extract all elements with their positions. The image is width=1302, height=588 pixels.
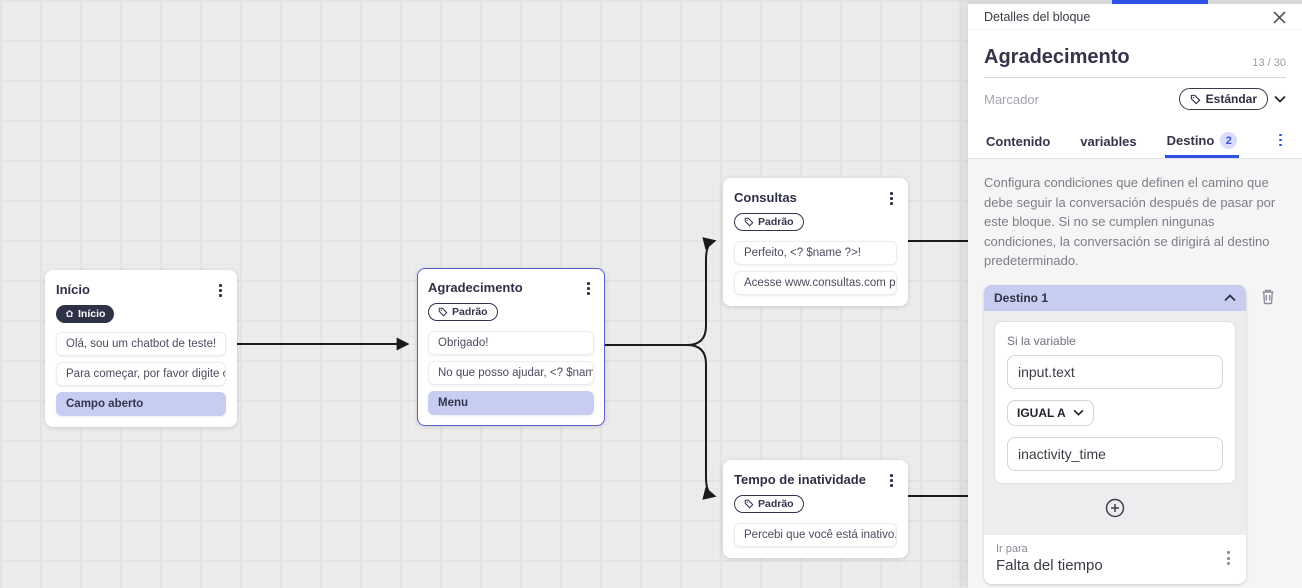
panel-title: Detalles del bloque <box>984 10 1091 24</box>
operator-dropdown[interactable]: IGUAL A <box>1007 399 1094 426</box>
standard-pill[interactable]: Estándar <box>1178 88 1268 110</box>
edge-agradecimento-tempo <box>605 344 717 500</box>
chevron-up-icon[interactable] <box>1224 293 1236 302</box>
node-agradecimento[interactable]: Agradecimento Padrão Obrigado! No que po… <box>417 268 605 426</box>
top-tab-active-underline <box>1112 0 1208 4</box>
node-row[interactable]: Perfeito, <? $name ?>! <box>734 240 897 265</box>
start-badge: Início <box>56 304 115 323</box>
node-row-highlighted[interactable]: Menu <box>428 390 594 415</box>
goto-label: Ir para <box>996 542 1028 555</box>
block-details-panel: Detalles del bloque Agradecimento 13 / 3… <box>968 0 1302 588</box>
tag-badge: Padrão <box>734 494 804 513</box>
node-menu-icon[interactable] <box>886 190 897 207</box>
goto-menu-icon[interactable] <box>1223 549 1234 567</box>
destination-title: Destino 1 <box>994 290 1049 305</box>
tag-icon <box>1190 94 1201 104</box>
tabs-menu-icon[interactable] <box>1275 132 1286 153</box>
chevron-down-icon <box>1073 409 1084 416</box>
tab-contenido[interactable]: Contenido <box>986 134 1051 149</box>
delete-destination-icon[interactable] <box>1260 288 1276 305</box>
destino-tab-content: Configura condiciones que definen el cam… <box>968 159 1302 588</box>
condition-label: Si la variable <box>1007 333 1076 348</box>
node-title: Agradecimento <box>428 280 523 295</box>
node-row[interactable]: Obrigado! <box>428 330 594 355</box>
tag-icon <box>744 217 754 227</box>
node-title: Tempo de inatividade <box>734 472 866 487</box>
destination-card: Destino 1 Si la variable IGUAL A <box>984 284 1246 584</box>
top-tab-strip <box>968 0 1302 4</box>
home-icon <box>65 310 74 318</box>
tag-badge: Padrão <box>734 212 804 231</box>
destino-count-badge: 2 <box>1220 132 1238 149</box>
node-title: Consultas <box>734 190 797 205</box>
flow-canvas[interactable]: Início Início Olá, sou um chatbot de tes… <box>0 0 968 588</box>
node-consultas[interactable]: Consultas Padrão Perfeito, <? $name ?>! … <box>723 178 908 306</box>
add-condition-icon[interactable] <box>1105 498 1125 518</box>
block-name-field[interactable]: Agradecimento <box>984 46 1130 68</box>
char-counter: 13 / 30 <box>1252 57 1286 69</box>
tag-badge: Padrão <box>428 302 498 321</box>
node-title: Início <box>56 282 90 297</box>
destination-card-header[interactable]: Destino 1 <box>984 284 1246 311</box>
node-menu-icon[interactable] <box>215 282 226 299</box>
edge-agradecimento-consultas <box>605 237 717 346</box>
destino-description: Configura condiciones que definen el cam… <box>984 175 1276 268</box>
node-menu-icon[interactable] <box>583 280 594 297</box>
tag-icon <box>744 499 754 509</box>
tab-variables[interactable]: variables <box>1080 134 1137 149</box>
node-row[interactable]: Olá, sou um chatbot de teste! <box>56 332 226 357</box>
tag-icon <box>438 307 448 317</box>
node-tempo-inatividade[interactable]: Tempo de inatividade Padrão Percebi que … <box>723 460 908 558</box>
node-row[interactable]: Acesse www.consultas.com par... <box>734 270 897 295</box>
tab-bar: Contenido variables Destino 2 <box>968 118 1302 159</box>
goto-value[interactable]: Falta del tiempo <box>996 556 1103 574</box>
node-row[interactable]: Percebi que você está inativo. C... <box>734 522 897 547</box>
marker-input[interactable] <box>984 91 1104 107</box>
node-row[interactable]: No que posso ajudar, <? $name ... <box>428 360 594 385</box>
variable-input[interactable] <box>1007 354 1223 389</box>
node-row-highlighted[interactable]: Campo aberto <box>56 392 226 417</box>
tab-destino[interactable]: Destino 2 <box>1164 126 1240 158</box>
node-inicio[interactable]: Início Início Olá, sou um chatbot de tes… <box>45 270 237 428</box>
chevron-down-icon[interactable] <box>1274 95 1286 103</box>
close-icon[interactable] <box>1273 11 1286 24</box>
condition-card: Si la variable IGUAL A <box>994 320 1236 484</box>
node-row[interactable]: Para começar, por favor digite o ... <box>56 362 226 387</box>
node-menu-icon[interactable] <box>886 472 897 489</box>
value-input[interactable] <box>1007 436 1223 471</box>
